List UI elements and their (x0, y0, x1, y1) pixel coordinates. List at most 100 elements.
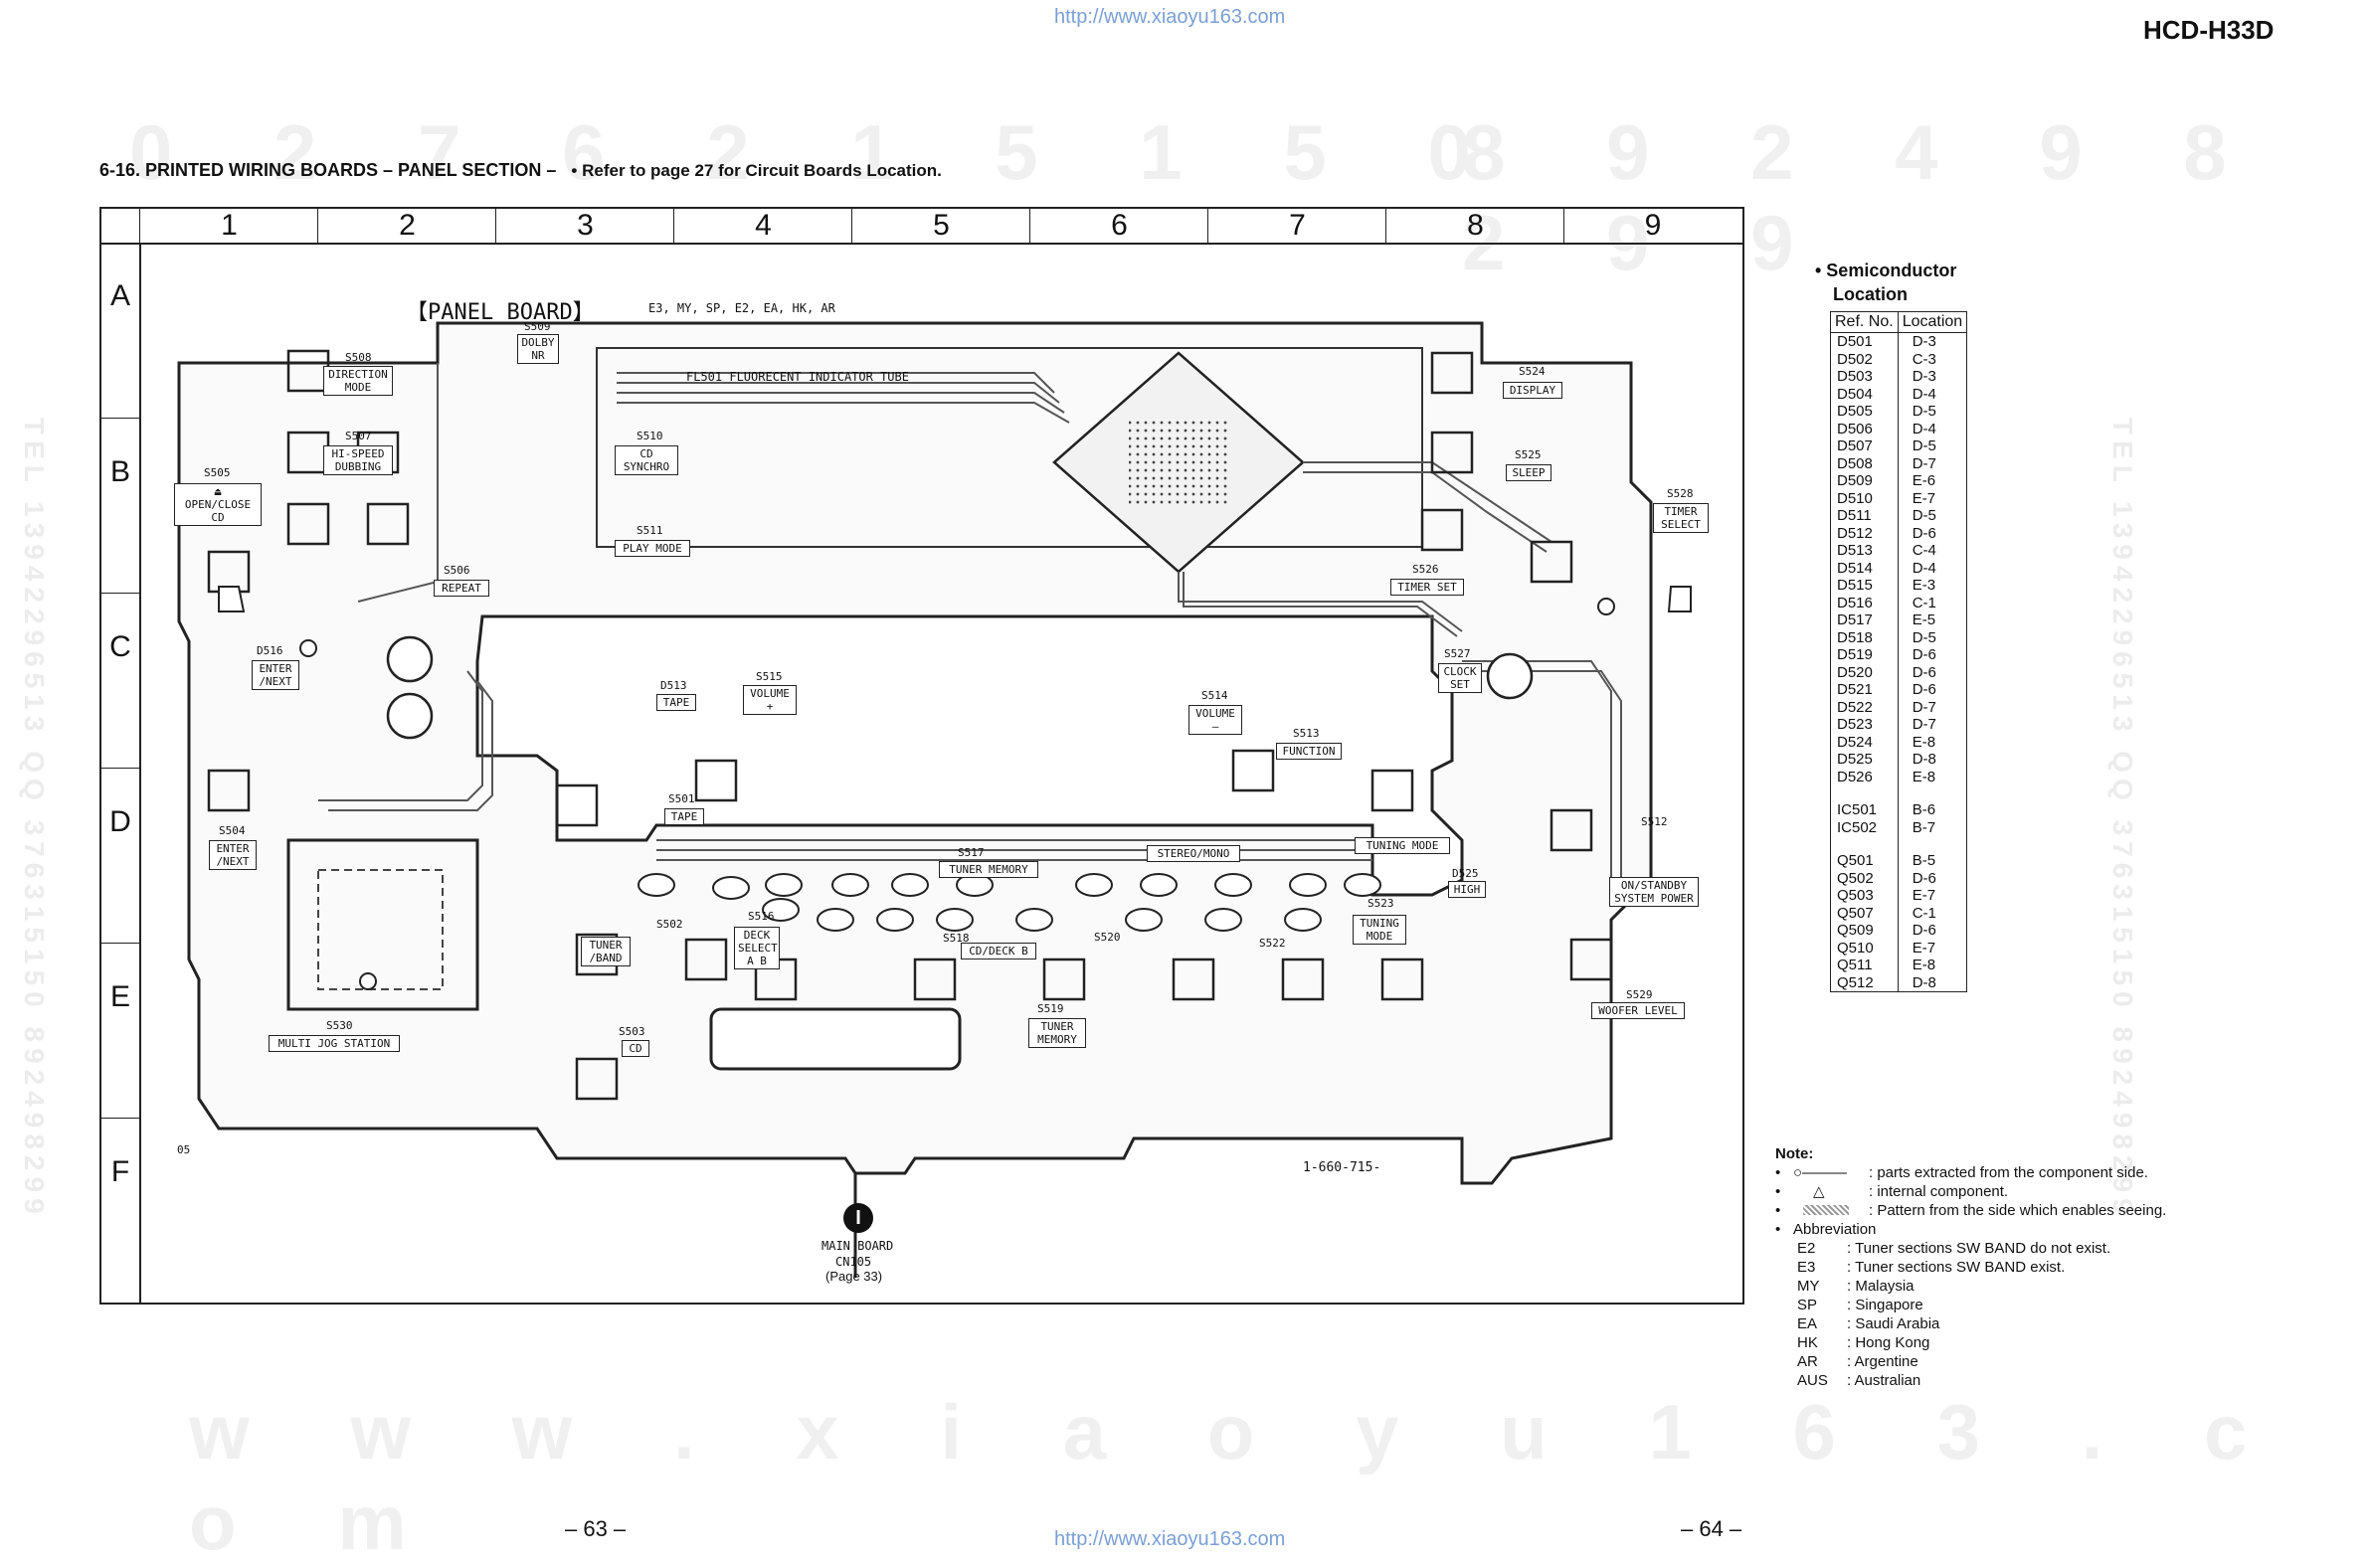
label-dolby-nr: DOLBY NR (517, 334, 559, 364)
label-function: FUNCTION (1276, 743, 1342, 760)
switch-id-s515: S515 (756, 670, 783, 683)
ref-no-cell: IC502 (1830, 818, 1899, 836)
ref-no-cell: D505 (1830, 403, 1899, 421)
note-text-component-side: : parts extracted from the component sid… (1869, 1164, 2148, 1181)
table-row: Q507 C-1 (1830, 904, 1967, 922)
abbreviation-code: MY (1797, 1278, 1820, 1295)
display-window-cutout (475, 614, 1464, 897)
page-number-left: – 63 – (565, 1516, 627, 1541)
ref-no-cell: D525 (1830, 751, 1899, 769)
switch-id-s505: S505 (204, 466, 231, 479)
label-tape-led: TAPE (656, 694, 696, 711)
ref-no-cell: D513 (1830, 542, 1899, 560)
label-enter-next-d516: ENTER /NEXT (252, 660, 299, 690)
ref-no-cell: D521 (1830, 681, 1899, 699)
switch-footprints (207, 349, 1613, 1101)
switch-id-s530: S530 (326, 1019, 353, 1032)
ref-no-cell: IC501 (1830, 801, 1899, 819)
location-cell: E-7 (1912, 489, 1936, 507)
panel-board-pcb (177, 321, 1692, 1278)
abbreviation-row: E3 : Tuner sections SW BAND exist. (1797, 1258, 2166, 1277)
switch-id-s517: S517 (958, 846, 985, 859)
ref-no-cell: Q510 (1830, 939, 1899, 957)
ref-no-cell: Q507 (1830, 904, 1899, 922)
ref-no-cell: D512 (1830, 524, 1899, 542)
mounting-holes (299, 598, 1615, 990)
switch-id-s502: S502 (656, 918, 683, 931)
location-cell: D-3 (1912, 333, 1936, 350)
panel-board-title: 【PANEL BOARD】 (406, 300, 595, 325)
abbreviation-code: HK (1797, 1334, 1818, 1351)
location-cell: E-7 (1912, 887, 1936, 904)
label-stereo-mono: STEREO/MONO (1147, 845, 1240, 862)
watermark-digits-left: 0 2 7 6 2 1 5 1 5 0 (129, 108, 1511, 196)
location-cell: D-6 (1912, 663, 1936, 681)
abbreviation-row: MY: Malaysia (1797, 1277, 2166, 1296)
label-tuner-band: TUNER /BAND (581, 937, 631, 966)
location-cell: D-6 (1912, 869, 1936, 887)
watermark-url-bottom: w w w . x i a o y u 1 6 3 . c o m (189, 1388, 2287, 1566)
source-url-bottom[interactable]: http://www.xiaoyu163.com (1054, 1528, 1286, 1550)
abbrev-callout: E3, MY, SP, E2, EA, HK, AR (648, 301, 835, 315)
abbreviation-row: SP: Singapore (1797, 1296, 2166, 1314)
grid-col-1: 1 (139, 209, 318, 243)
location-cell: B-5 (1912, 852, 1936, 869)
source-url-top[interactable]: http://www.xiaoyu163.com (1054, 6, 1286, 28)
location-cell: D-4 (1912, 420, 1936, 437)
location-cell: D-7 (1912, 454, 1936, 472)
abbreviation-row: AUS: Australian (1797, 1371, 2166, 1390)
location-cell: C-1 (1912, 904, 1936, 922)
location-cell: C-3 (1912, 350, 1936, 368)
abbreviation-meaning: : Tuner sections SW BAND exist. (1847, 1259, 2066, 1276)
abbreviation-meaning: : Australian (1847, 1372, 1921, 1389)
location-cell: C-4 (1912, 542, 1936, 559)
ref-no-cell: D504 (1830, 385, 1899, 403)
label-cd: CD (622, 1040, 649, 1057)
corner-code: 05 (177, 1143, 191, 1156)
section-title-text: 6-16. PRINTED WIRING BOARDS – PANEL SECT… (99, 160, 557, 180)
grid-column-header: 1 2 3 4 5 6 7 8 9 (101, 209, 1742, 245)
switch-id-s520: S520 (1094, 931, 1121, 944)
abbreviation-code: E3 (1797, 1259, 1816, 1276)
switch-id-s507: S507 (345, 430, 372, 442)
location-cell: E-3 (1912, 577, 1936, 594)
switch-id-s512: S512 (1641, 815, 1668, 828)
model-number: HCD-H33D (2143, 15, 2275, 45)
ref-no-cell: D526 (1830, 768, 1899, 785)
label-play-mode: PLAY MODE (615, 540, 690, 557)
location-cell: D-8 (1912, 973, 1936, 991)
label-timer-select: TIMER SELECT (1653, 503, 1709, 533)
note-component-side: • ○——— : parts extracted from the compon… (1775, 1163, 2166, 1182)
location-cell: D-8 (1912, 751, 1936, 768)
location-cell: D-6 (1912, 922, 1936, 939)
grid-row-E: E (101, 943, 139, 1119)
main-board-page-ref[interactable]: (Page 33) (825, 1269, 883, 1284)
label-tuning-mode-s522: TUNING MODE (1355, 837, 1450, 854)
location-cell: D-4 (1912, 385, 1936, 403)
semiconductor-heading-line1: • Semiconductor (1815, 261, 1957, 280)
switch-id-s514: S514 (1201, 689, 1228, 702)
ref-no-cell: D511 (1830, 507, 1899, 525)
ref-no-cell: D509 (1830, 472, 1899, 490)
location-cell: D-7 (1912, 716, 1936, 733)
switch-id-s516: S516 (748, 910, 775, 923)
location-table-spacer (1830, 836, 1967, 852)
location-grid: 1 2 3 4 5 6 7 8 9 A B C D E F (99, 207, 1744, 1305)
grid-row-C: C (101, 593, 139, 769)
abbreviation-code: E2 (1797, 1240, 1816, 1257)
location-table-spacer (1830, 785, 1967, 801)
